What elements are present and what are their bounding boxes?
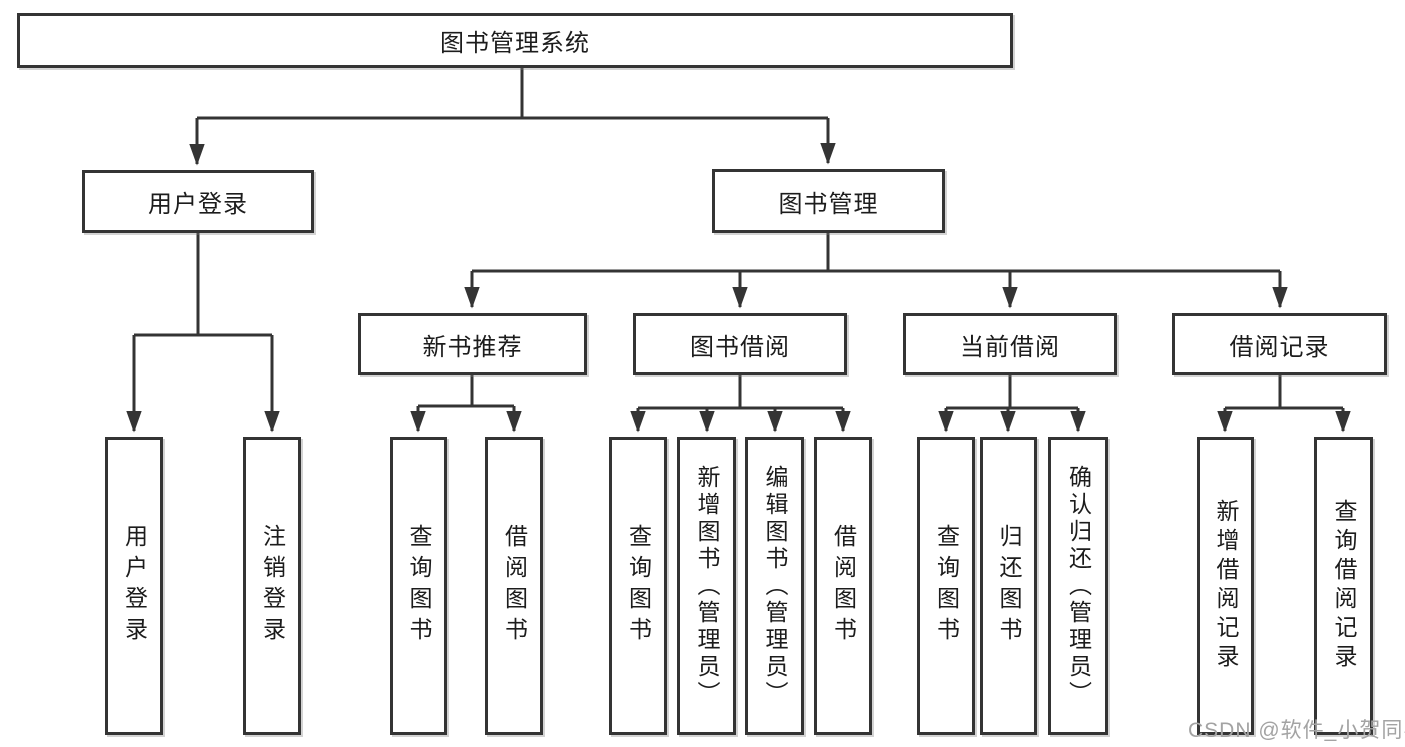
csdn-watermark: CSDN @软件_小贺同学 [1188,719,1405,742]
edge-book-borrow-children [630,375,851,433]
node-query-books-current: 查询图书 [917,437,975,735]
node-edit-books-admin: 编辑图书（管理员） [745,437,804,735]
node-query-borrow-record: 查询借阅记录 [1314,437,1373,735]
node-borrow-books: 借阅图书 [814,437,872,735]
node-add-books-admin: 新增图书（管理员） [677,437,736,735]
edge-user-login-children [126,233,280,433]
node-book-borrowing: 图书借阅 [633,313,847,375]
node-book-management: 图书管理 [712,169,945,233]
edge-current-borrow-children [938,375,1086,433]
node-borrowing-records: 借阅记录 [1172,313,1387,375]
node-user-login-leaf: 用户登录 [105,437,163,735]
node-new-book-recommendation: 新书推荐 [358,313,587,375]
node-add-borrow-record: 新增借阅记录 [1197,437,1254,735]
edge-borrow-records-children [1217,375,1351,433]
node-user-login-branch: 用户登录 [82,170,314,233]
node-query-books-rec: 查询图书 [390,437,447,735]
edge-book-mgmt-to-level3 [464,233,1288,309]
node-current-borrowing: 当前借阅 [903,313,1117,375]
node-confirm-return-admin: 确认归还（管理员） [1048,437,1108,735]
node-return-books: 归还图书 [980,437,1037,735]
node-library-management-system: 图书管理系统 [17,13,1013,68]
edge-root-to-level2 [189,67,836,166]
edge-new-book-rec-children [410,375,522,433]
node-query-books-borrow: 查询图书 [609,437,667,735]
node-logout: 注销登录 [243,437,301,735]
node-borrow-books-rec: 借阅图书 [485,437,543,735]
